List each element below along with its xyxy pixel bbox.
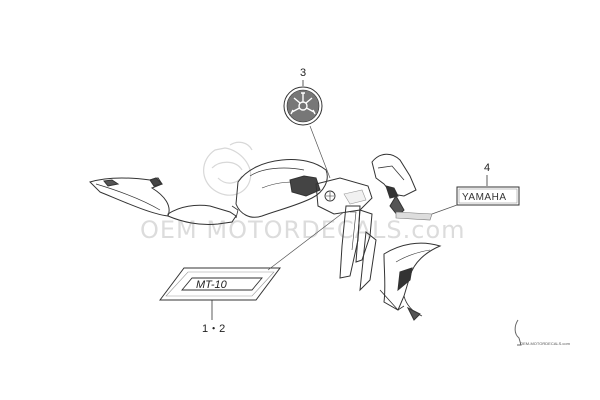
fuel-tank-panel: [235, 159, 328, 218]
tank-shroud-panel: [315, 177, 373, 215]
radiator-shroud-panel: [339, 205, 377, 292]
tuning-fork-icon: [290, 92, 316, 115]
corner-logo: OEM-MOTORDECALS.com: [514, 319, 571, 346]
shroud-tuning-fork-icon: [324, 190, 336, 202]
rear-seat-cowl-panel: [89, 177, 170, 217]
mt10-decal-text: MT-10: [196, 279, 228, 291]
watermark-eagle-icon: [203, 141, 253, 196]
callout-3-label: 3: [300, 67, 306, 79]
callout-1-2-label: 1・2: [202, 323, 225, 335]
callout-1-2-pointer: [267, 211, 345, 271]
corner-eagle-icon: [514, 319, 522, 346]
callout-4-pointer: [431, 204, 458, 215]
corner-url-text: OEM-MOTORDECALS.com: [520, 341, 571, 346]
yamaha-decal: YAMAHA: [456, 186, 520, 206]
tuning-fork-emblem: [283, 86, 323, 126]
headlight-cowl-panel: [371, 153, 417, 217]
front-fender-panel: [379, 242, 442, 321]
side-panel: [167, 204, 239, 225]
mt10-decal: MT-10: [159, 267, 281, 301]
callout-4-label: 4: [484, 162, 490, 174]
yamaha-decal-text: YAMAHA: [462, 192, 507, 203]
callout-3-pointer: [309, 125, 331, 179]
watermark-text: OEM MOTORDECALS.com: [140, 216, 466, 244]
yamaha-decal-placement: [395, 211, 433, 221]
